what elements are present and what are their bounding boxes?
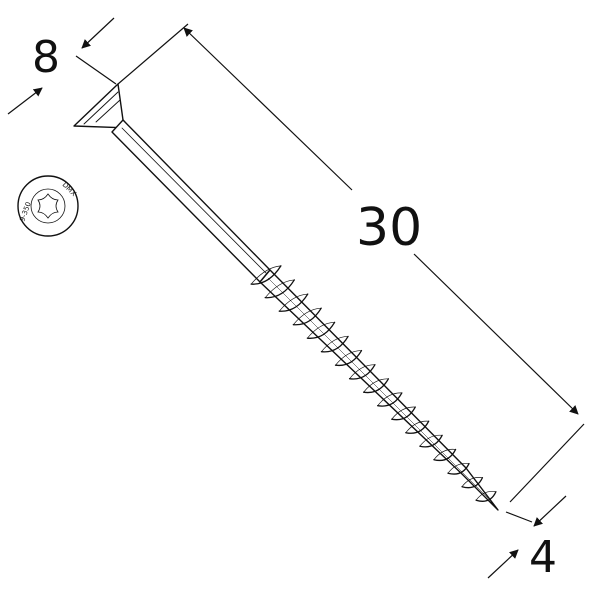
thread-crest-back (349, 364, 376, 380)
thread-crest (475, 491, 497, 502)
length-label: 30 (356, 198, 423, 258)
thread-crest (405, 420, 430, 434)
thread-crest-back (391, 406, 416, 420)
thread-crest (362, 378, 390, 394)
thread-crest-back (405, 420, 430, 434)
thread-crest-back (377, 392, 403, 407)
head-detail (95, 99, 121, 123)
head-diameter-label: 8 (32, 32, 60, 83)
head-top-view: DMX 9-350 (17, 175, 79, 237)
thread-crest-back (419, 434, 443, 447)
thread-crest (461, 477, 484, 489)
thread-crest (377, 392, 403, 407)
thread-crest-back (307, 321, 335, 339)
thread-crest (264, 279, 295, 299)
thread-diameter-label: 4 (529, 532, 557, 583)
length-extension-bottom (509, 423, 585, 503)
thread-crest-back (447, 462, 470, 474)
thread-crest-back (335, 350, 362, 366)
head-code-marking: 9-350 (18, 201, 32, 223)
thread-crest (433, 448, 457, 462)
thread-crest-back (433, 448, 456, 461)
thread-crest-back (264, 279, 295, 299)
thread-crest (292, 307, 322, 326)
head-dim-arrow-bottom (7, 87, 43, 115)
length-dimension-line-upper (183, 27, 353, 191)
length-extension-top (117, 23, 189, 85)
thread-crest (334, 349, 363, 367)
thread-crest (348, 364, 376, 380)
head-detail (83, 91, 119, 125)
thread-crest-back (363, 378, 389, 393)
thread-crest-back (461, 477, 483, 488)
shank-highlight (121, 127, 267, 274)
thread-crest-back (250, 265, 282, 285)
thread-crest (419, 434, 443, 448)
thread-crest-back (292, 307, 322, 326)
head-dim-arrow-top (81, 17, 115, 49)
thread-crest-back (321, 336, 349, 353)
thread-crest-back (278, 293, 309, 312)
thread-dim-arrow-bottom (487, 549, 519, 579)
thread-crest (306, 321, 336, 339)
head-dim-extension (75, 55, 117, 85)
thread-crest (320, 335, 349, 353)
head-brand-marking: DMX (61, 181, 78, 198)
thread-dim-extension (505, 511, 533, 523)
thread-crest (250, 265, 282, 285)
thread-crest (391, 406, 416, 421)
thread-crest-back (475, 491, 497, 501)
thread-crest (447, 462, 470, 475)
torx-drive-icon (37, 193, 59, 219)
thread-crest (278, 293, 309, 312)
length-dimension-line-lower (413, 253, 579, 415)
thread-dim-arrow-top (533, 495, 567, 527)
thread-crests (250, 265, 497, 502)
screw-shank (111, 119, 271, 283)
